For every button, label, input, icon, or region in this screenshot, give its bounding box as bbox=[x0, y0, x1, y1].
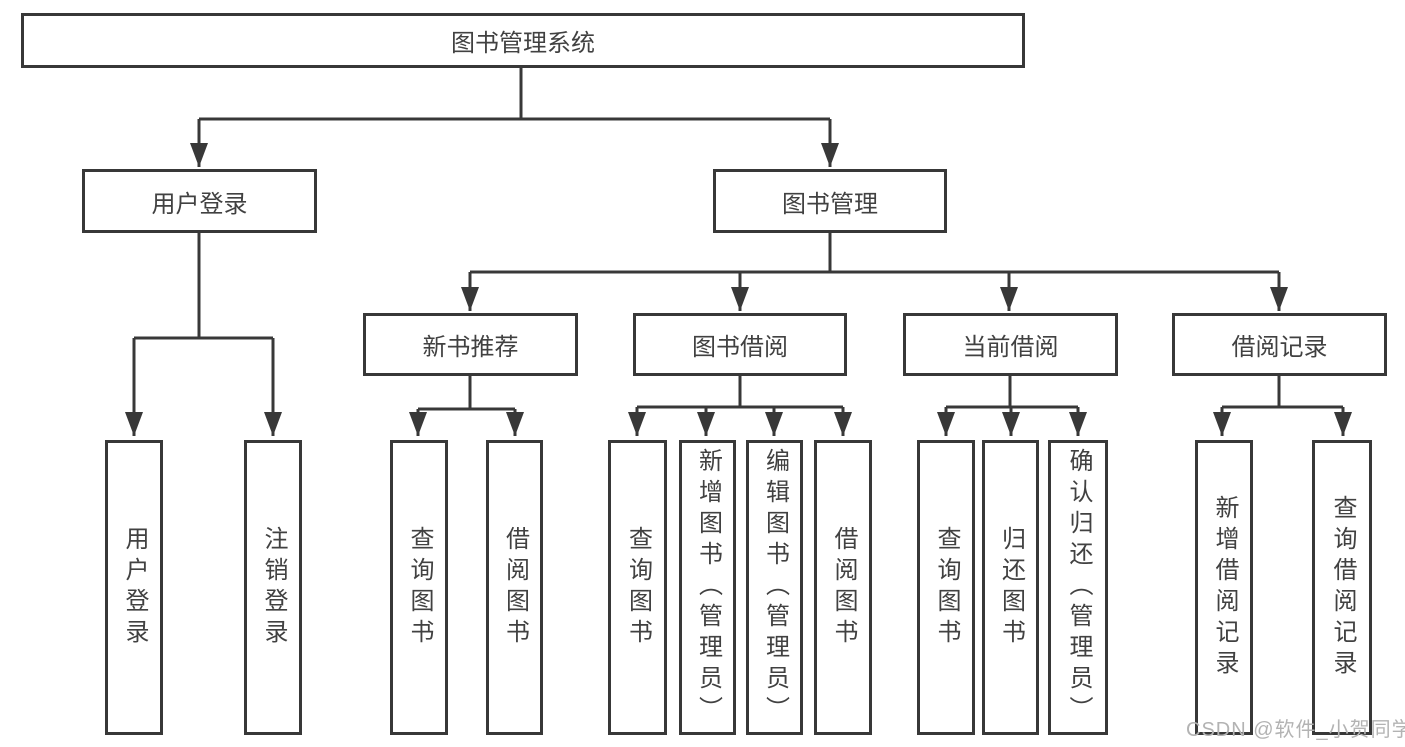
leaf-borrow-books-label: 借阅图书 bbox=[830, 525, 857, 650]
leaf-add-book-admin: 新增图书（管理员） bbox=[679, 440, 736, 735]
node-book-borrow-label: 图书借阅 bbox=[692, 334, 788, 361]
leaf-query-books-borrow: 查询图书 bbox=[608, 440, 667, 735]
leaf-add-borrow-record-label: 新增借阅记录 bbox=[1211, 494, 1238, 681]
node-current-borrow-label: 当前借阅 bbox=[962, 334, 1059, 361]
leaf-user-login-label: 用户登录 bbox=[121, 525, 148, 650]
leaf-edit-book-admin: 编辑图书（管理员） bbox=[746, 440, 803, 735]
node-borrow-records: 借阅记录 bbox=[1172, 313, 1387, 376]
leaf-query-borrow-record-label: 查询借阅记录 bbox=[1329, 494, 1356, 681]
leaf-add-book-admin-label: 新增图书（管理员） bbox=[694, 448, 722, 727]
node-user-login: 用户登录 bbox=[82, 169, 317, 233]
node-new-book-recommend-label: 新书推荐 bbox=[422, 334, 519, 361]
leaf-user-login: 用户登录 bbox=[105, 440, 163, 735]
leaf-query-borrow-record: 查询借阅记录 bbox=[1312, 440, 1372, 735]
watermark-text: CSDN @软件_小贺同学 bbox=[1186, 719, 1405, 741]
node-book-borrow: 图书借阅 bbox=[633, 313, 847, 376]
leaf-confirm-return-admin-label: 确认归还（管理员） bbox=[1065, 448, 1092, 727]
node-new-book-recommend: 新书推荐 bbox=[363, 313, 578, 376]
leaf-borrow-books: 借阅图书 bbox=[814, 440, 872, 735]
leaf-edit-book-admin-label: 编辑图书（管理员） bbox=[761, 448, 789, 727]
node-borrow-records-label: 借阅记录 bbox=[1231, 334, 1328, 361]
leaf-query-books-recommend: 查询图书 bbox=[390, 440, 448, 735]
leaf-borrow-books-recommend-label: 借阅图书 bbox=[501, 525, 529, 650]
node-root: 图书管理系统 bbox=[21, 13, 1025, 68]
leaf-borrow-books-recommend: 借阅图书 bbox=[486, 440, 543, 735]
leaf-query-books-borrow-label: 查询图书 bbox=[624, 525, 652, 650]
leaf-add-borrow-record: 新增借阅记录 bbox=[1195, 440, 1253, 735]
leaf-logout-label: 注销登录 bbox=[260, 525, 287, 650]
leaf-confirm-return-admin: 确认归还（管理员） bbox=[1048, 440, 1108, 735]
leaf-query-books-current-label: 查询图书 bbox=[933, 525, 960, 650]
node-book-management-label: 图书管理 bbox=[782, 190, 878, 218]
leaf-return-book-label: 归还图书 bbox=[997, 525, 1025, 650]
leaf-query-books-current: 查询图书 bbox=[917, 440, 975, 735]
leaf-logout: 注销登录 bbox=[244, 440, 302, 735]
node-user-login-label: 用户登录 bbox=[151, 190, 248, 218]
node-root-label: 图书管理系统 bbox=[451, 30, 595, 57]
node-book-management: 图书管理 bbox=[713, 169, 947, 233]
leaf-return-book: 归还图书 bbox=[982, 440, 1039, 735]
node-current-borrow: 当前借阅 bbox=[903, 313, 1118, 376]
leaf-query-books-recommend-label: 查询图书 bbox=[406, 525, 433, 650]
